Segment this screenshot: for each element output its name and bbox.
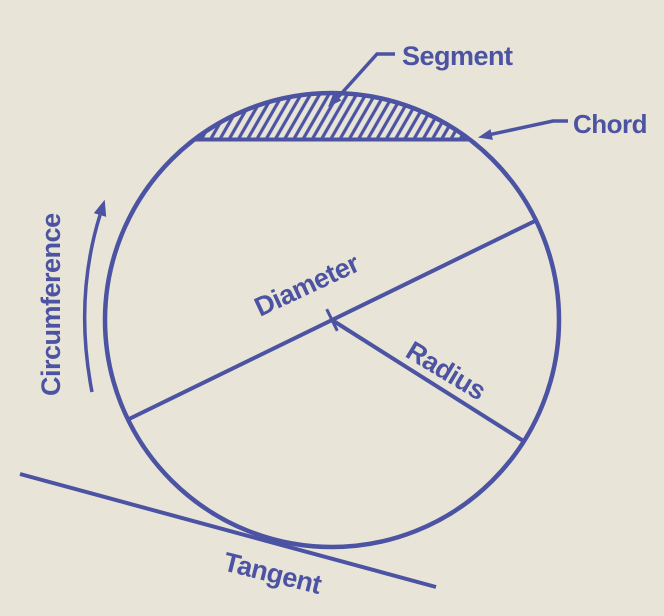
radius-line bbox=[330, 318, 527, 444]
arrow-down-left-icon bbox=[328, 93, 342, 107]
chord-leader-line bbox=[489, 119, 568, 137]
tangent-line bbox=[19, 472, 437, 589]
circumference-label: Circumference bbox=[36, 213, 66, 396]
arrow-up-icon bbox=[93, 199, 107, 217]
segment-leader-line bbox=[334, 52, 395, 101]
tangent-label: Tangent bbox=[221, 547, 325, 600]
arrow-left-icon bbox=[478, 129, 493, 140]
circumference-arc-arrow-shaft bbox=[82, 214, 102, 393]
segment-label: Segment bbox=[402, 41, 513, 71]
chord-label: Chord bbox=[573, 109, 647, 139]
segment-hatched-area bbox=[188, 90, 476, 142]
